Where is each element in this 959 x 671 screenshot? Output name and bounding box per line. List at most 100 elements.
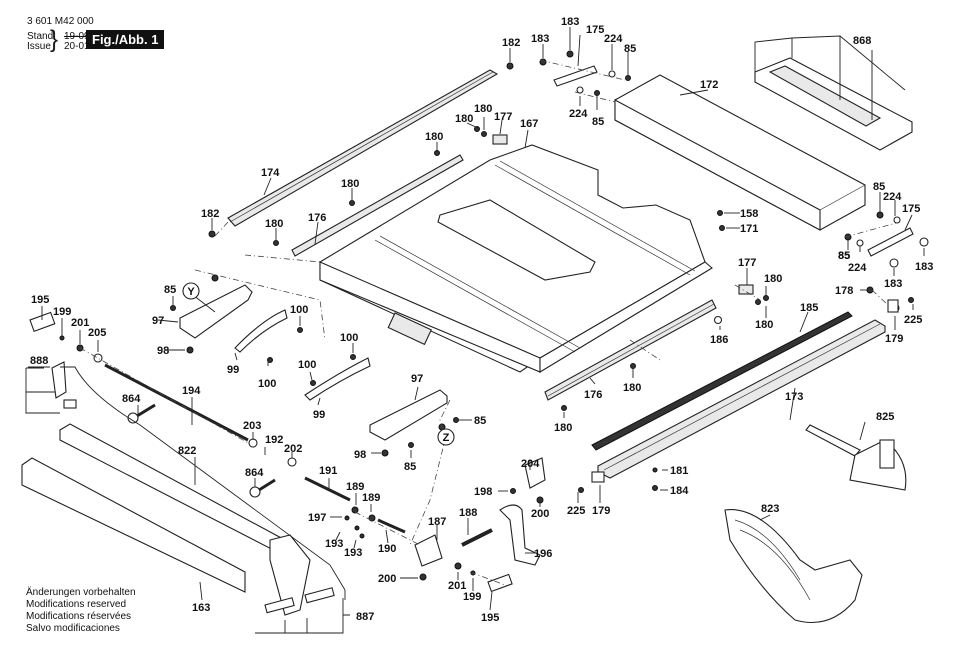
bracket-plate-175-top[interactable] [553,65,598,87]
slide-rail-176-lower[interactable] [544,299,717,401]
knob-bolt-864-a[interactable] [127,403,156,424]
part-label-shaft-194[interactable]: 194 [182,385,201,397]
part-label-screw-100[interactable]: 100 [340,332,358,344]
part-label-clamp-177[interactable]: 177 [494,111,512,123]
part-label-guide-rail-173[interactable]: 173 [785,391,803,403]
part-label-screw-178[interactable]: 178 [835,285,853,297]
part-label-pin-197[interactable]: 197 [308,512,326,524]
guide-segment-99-b[interactable] [304,357,371,401]
clamp-177-top[interactable] [492,134,508,145]
part-label-spring-201[interactable]: 201 [448,580,466,592]
part-label-support-bracket-97[interactable]: 97 [152,315,164,327]
part-label-nut-202[interactable]: 202 [284,443,302,455]
part-label-scale-rack-185[interactable]: 185 [800,302,818,314]
part-label-screw-183[interactable]: 183 [561,16,579,28]
part-label-end-piece-179[interactable]: 179 [885,333,903,345]
part-label-retaining-ring-199[interactable]: 199 [463,591,481,603]
part-label-nut-85[interactable]: 85 [592,116,604,128]
part-label-nut-85[interactable]: 85 [404,461,416,473]
part-label-end-cap-182[interactable]: 182 [502,37,520,49]
part-label-blade-guard-823[interactable]: 823 [761,503,779,515]
part-label-shaft-188[interactable]: 188 [459,507,477,519]
part-label-screw-180[interactable]: 180 [554,422,572,434]
fence-extension-163[interactable] [21,457,246,593]
part-label-guide-segment-99[interactable]: 99 [227,364,239,376]
part-label-nut-85[interactable]: 85 [624,43,636,55]
shaft-191[interactable] [304,476,351,502]
part-label-pin-198[interactable]: 198 [474,486,492,498]
part-label-screw-100[interactable]: 100 [298,359,316,371]
bracket-plate-175-right[interactable] [867,227,914,257]
part-label-nut-181[interactable]: 181 [670,465,688,477]
support-bracket-97-y[interactable] [179,284,253,339]
slide-rail-176-upper[interactable] [291,154,464,257]
part-label-bracket-plate-175[interactable]: 175 [586,24,604,36]
part-label-shaft-191[interactable]: 191 [319,465,337,477]
part-label-screw-180[interactable]: 180 [764,273,782,285]
guide-rail-174[interactable] [227,69,499,227]
part-label-screw-180[interactable]: 180 [474,103,492,115]
part-label-screw-100[interactable]: 100 [290,304,308,316]
part-label-washer-224[interactable]: 224 [883,191,902,203]
part-label-screw-225[interactable]: 225 [567,505,585,517]
part-label-clamp-177[interactable]: 177 [738,257,756,269]
part-label-table-top-167[interactable]: 167 [520,118,538,130]
part-label-fence-extension-163[interactable]: 163 [192,602,210,614]
part-label-mitre-gauge-825[interactable]: 825 [876,411,894,423]
part-label-screw-183[interactable]: 183 [915,261,933,273]
rip-fence-822[interactable] [59,423,311,616]
part-label-screw-200[interactable]: 200 [378,573,396,585]
part-label-washer-205[interactable]: 205 [88,327,106,339]
part-label-nut-85[interactable]: 85 [838,250,850,262]
part-label-bolt-186[interactable]: 186 [710,334,728,346]
part-label-screw-184[interactable]: 184 [670,485,689,497]
part-label-gear-189[interactable]: 189 [362,492,380,504]
part-label-screw-180[interactable]: 180 [623,382,641,394]
part-label-screw-183[interactable]: 183 [884,278,902,290]
part-label-screw-98[interactable]: 98 [157,345,169,357]
mitre-gauge-825[interactable] [805,424,907,491]
part-label-nut-203[interactable]: 203 [243,420,261,432]
part-label-washer-224[interactable]: 224 [569,108,588,120]
shaft-194[interactable] [104,363,249,442]
bracket-set-888[interactable] [25,361,77,414]
part-label-nut-85[interactable]: 85 [474,415,486,427]
part-label-guide-rail-174[interactable]: 174 [261,167,280,179]
part-label-threaded-pin-190[interactable]: 190 [378,543,396,555]
threaded-pin-190[interactable] [377,518,406,534]
scale-rack-185[interactable] [591,311,853,451]
blade-guard-823[interactable] [724,509,863,624]
part-label-pin-193[interactable]: 193 [344,547,362,559]
lever-195-left[interactable] [29,311,56,332]
part-label-bracket-set-888[interactable]: 888 [30,355,48,367]
part-label-washer-224[interactable]: 224 [604,33,623,45]
lever-arm-196[interactable] [499,504,541,566]
part-label-support-bracket-97[interactable]: 97 [411,373,423,385]
part-label-side-extension-table-172[interactable]: 172 [700,79,718,91]
part-label-knob-bolt-864[interactable]: 864 [245,467,264,479]
part-label-pin-193[interactable]: 193 [325,538,343,550]
part-label-sliding-block-set-887[interactable]: 887 [356,611,374,623]
part-label-screw-200[interactable]: 200 [531,508,549,520]
table-top-167[interactable] [319,144,713,373]
part-label-knob-bolt-864[interactable]: 864 [122,393,141,405]
part-label-nut-85[interactable]: 85 [873,181,885,193]
part-label-lever-195[interactable]: 195 [31,294,49,306]
part-label-nut-85[interactable]: 85 [164,284,176,296]
knob-bolt-864-b[interactable] [249,478,276,498]
part-label-sleeve-192[interactable]: 192 [265,434,283,446]
part-label-gear-189[interactable]: 189 [346,481,364,493]
part-label-screw-180[interactable]: 180 [425,131,443,143]
bracket-187[interactable] [414,534,443,567]
part-label-lever-195[interactable]: 195 [481,612,499,624]
table-extension-868[interactable] [754,35,913,151]
part-label-bracket-204[interactable]: 204 [521,458,540,470]
shaft-188[interactable] [461,528,493,547]
part-label-screw-225[interactable]: 225 [904,314,922,326]
side-extension-172[interactable] [614,74,866,231]
part-label-spring-201[interactable]: 201 [71,317,89,329]
part-label-clip-171[interactable]: 171 [740,223,758,235]
guide-segment-99-a[interactable] [234,309,288,353]
part-label-rip-fence-822[interactable]: 822 [178,445,196,457]
part-label-screw-180[interactable]: 180 [341,178,359,190]
